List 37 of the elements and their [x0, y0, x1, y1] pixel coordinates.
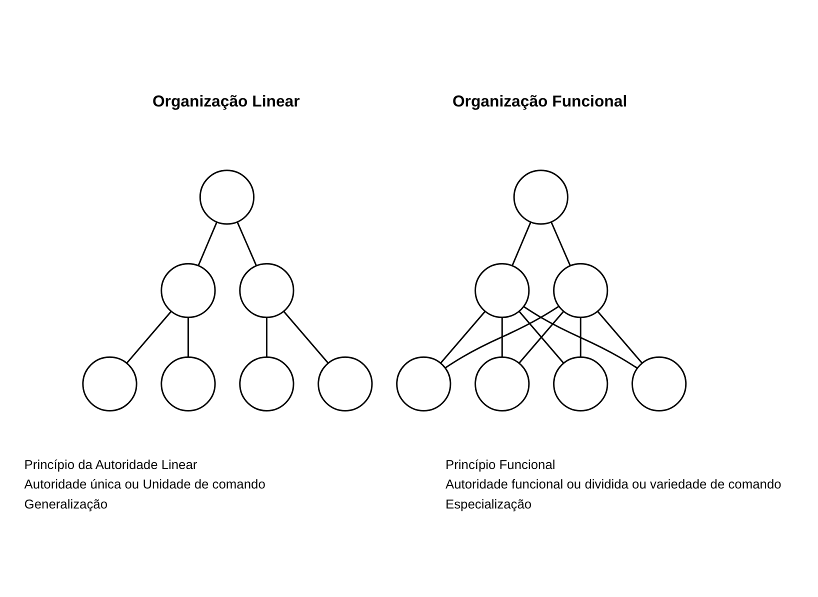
connector: [236, 222, 257, 266]
node-circle: [553, 356, 608, 412]
node-circle: [318, 356, 373, 412]
label: Organização Linear: [152, 94, 300, 111]
connector: [445, 306, 559, 368]
connector: [550, 222, 571, 266]
connector: [126, 310, 172, 364]
label: Autoridade única ou Unidade de comando: [24, 476, 266, 492]
label: Autoridade funcional ou dividida ou variedade de comando: [446, 476, 782, 492]
node-circle: [632, 356, 687, 412]
connector: [512, 222, 532, 266]
connector: [440, 310, 486, 364]
connector: [524, 306, 638, 369]
connector: [518, 310, 564, 364]
node-circle: [239, 262, 294, 318]
label: Princípio da Autoridade Linear: [24, 456, 198, 472]
node-circle: [513, 170, 568, 225]
node-circle: [199, 170, 255, 225]
label: Princípio Funcional: [446, 456, 556, 472]
connector: [580, 318, 582, 357]
connector: [283, 310, 329, 364]
node-circle: [396, 356, 452, 412]
node-circle: [160, 262, 216, 318]
connector: [501, 318, 503, 357]
connector: [266, 318, 268, 357]
node-circle: [474, 356, 530, 412]
label: Especialização: [446, 496, 532, 512]
label: Organização Funcional: [452, 94, 628, 111]
node-circle: [553, 262, 608, 318]
node-circle: [160, 356, 216, 412]
node-circle: [239, 356, 294, 412]
connector: [597, 310, 643, 364]
connector: [198, 222, 218, 266]
label: Generalização: [24, 496, 108, 512]
connector: [187, 318, 189, 357]
node-circle: [474, 262, 530, 318]
node-circle: [82, 356, 138, 412]
